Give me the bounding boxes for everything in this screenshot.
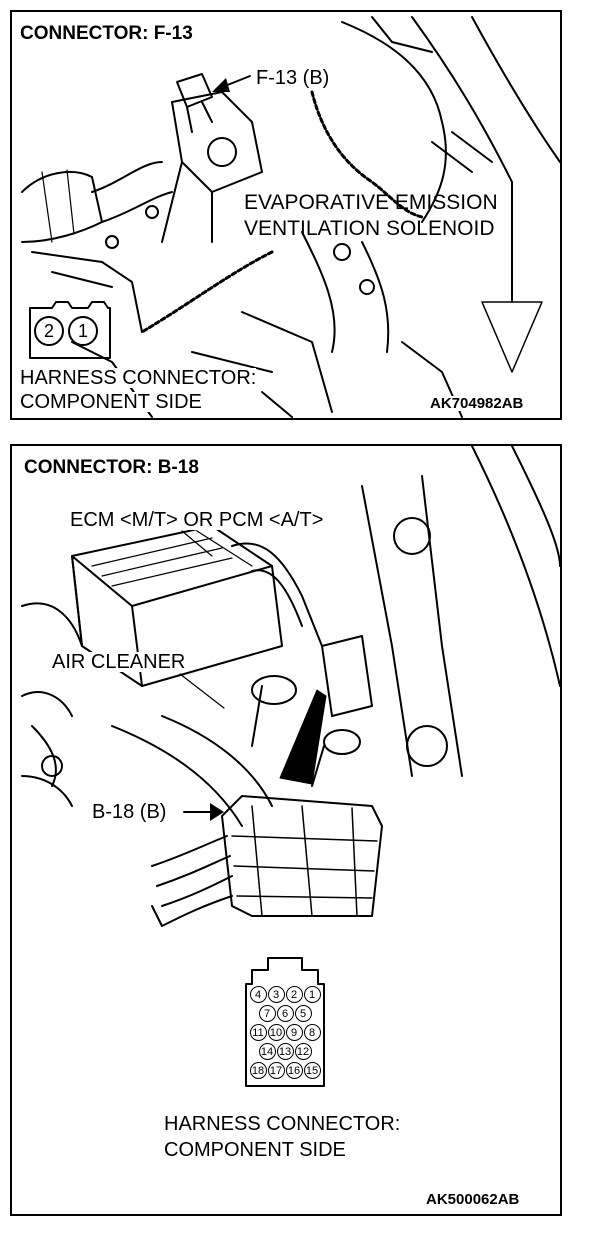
component-label-line1: EVAPORATIVE EMISSION [244,191,498,214]
connector-callout-f13: F-13 (B) [256,67,330,89]
connector-face-icon: 2 1 [34,316,98,346]
pin: 10 [267,1024,285,1041]
air-cleaner-label: AIR CLEANER [52,651,186,673]
pin: 12 [294,1043,312,1060]
pin: 11 [249,1024,267,1041]
panel-title: CONNECTOR: B-18 [24,457,199,478]
panel-title: CONNECTOR: F-13 [20,23,193,44]
pin: 6 [276,1005,294,1022]
pin-row: 14 13 12 [248,1043,322,1060]
pin: 15 [303,1062,321,1079]
pin: 1 [68,316,98,346]
pin: 8 [303,1024,321,1041]
engine-bay-illustration-b18 [21,446,560,1087]
pin: 18 [249,1062,267,1079]
connector-b18-panel: CONNECTOR: B-18 ECM <M/T> OR PCM <A/T> A… [10,444,562,1216]
pin: 2 [34,316,64,346]
pin: 2 [285,986,303,1003]
engine-bay-illustration-f13 [21,16,560,418]
pin: 3 [267,986,285,1003]
pin: 16 [285,1062,303,1079]
pin: 13 [276,1043,294,1060]
figure-code: AK704982AB [430,395,524,412]
harness-label-line1: HARNESS CONNECTOR: [20,367,257,389]
callout-arrow-icon [212,78,230,92]
figure-code: AK500062AB [426,1191,520,1208]
pin-row: 11 10 9 8 [248,1024,322,1041]
ecm-label: ECM <M/T> OR PCM <A/T> [70,509,324,531]
component-label-line2: VENTILATION SOLENOID [244,217,495,240]
pin-row: 4 3 2 1 [248,986,322,1003]
pin: 17 [267,1062,285,1079]
pin-row: 7 6 5 [248,1005,322,1022]
pin: 7 [258,1005,276,1022]
connector-callout-b18: B-18 (B) [92,801,167,823]
pin: 1 [303,986,321,1003]
connector-f13-panel: CONNECTOR: F-13 F-13 (B) EVAPORATIVE EMI… [10,10,562,420]
harness-label-line2: COMPONENT SIDE [20,391,202,413]
pin: 9 [285,1024,303,1041]
pin-row: 18 17 16 15 [248,1062,322,1079]
connector-face-icon: 4 3 2 1 7 6 5 11 10 9 8 14 13 12 18 17 1… [248,986,322,1079]
pin: 4 [249,986,267,1003]
harness-label-line2: COMPONENT SIDE [164,1139,346,1161]
pin: 5 [294,1005,312,1022]
callout-arrow-icon [210,803,224,821]
harness-label-line1: HARNESS CONNECTOR: [164,1113,401,1135]
pin: 14 [258,1043,276,1060]
